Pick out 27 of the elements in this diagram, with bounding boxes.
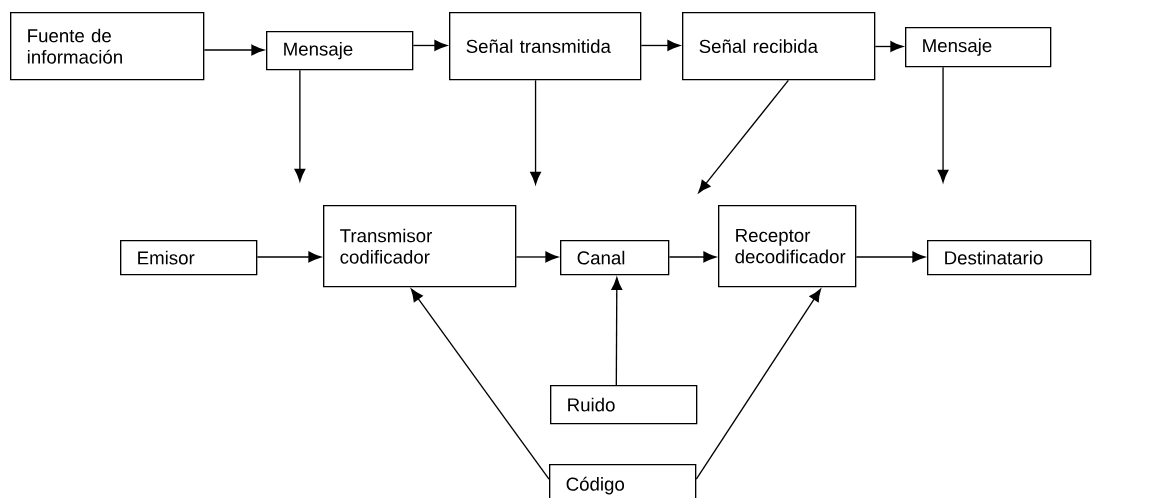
process-box: Emisor <box>120 240 258 276</box>
arrow <box>294 69 306 182</box>
process-box: Señal transmitida <box>449 12 642 81</box>
arrow <box>695 288 822 480</box>
process-box: Receptor decodificador <box>718 205 857 288</box>
arrow <box>855 251 926 263</box>
arrow <box>611 277 623 386</box>
arrow <box>874 41 904 52</box>
arrow <box>640 40 681 51</box>
arrow <box>698 79 789 193</box>
arrow <box>256 251 322 263</box>
arrow <box>668 251 717 263</box>
process-box: Canal <box>560 240 670 276</box>
arrow <box>530 79 541 185</box>
arrow <box>412 40 448 51</box>
process-box: Mensaje <box>266 31 414 71</box>
process-box: Ruido <box>550 385 698 425</box>
process-box: Transmisor codificador <box>323 205 517 288</box>
arrow <box>203 44 265 56</box>
process-box: Destinatario <box>927 240 1092 276</box>
process-box: Fuente de información <box>10 12 205 81</box>
process-box: Mensaje <box>905 27 1052 68</box>
arrow <box>937 66 949 183</box>
arrow <box>515 251 559 263</box>
process-box: Código <box>549 464 697 498</box>
process-box: Señal recibida <box>682 12 876 81</box>
arrow <box>410 288 550 480</box>
